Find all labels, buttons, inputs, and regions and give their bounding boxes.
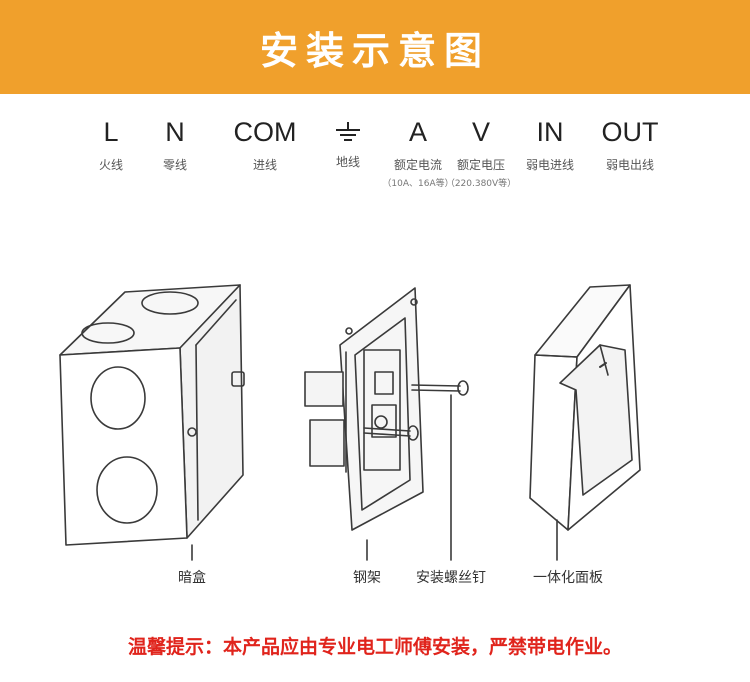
knockout-hole bbox=[90, 366, 146, 430]
legend-desc: 火线 bbox=[98, 158, 124, 172]
part-label-screws: 安装螺丝钉 bbox=[416, 570, 486, 586]
mechanism-body bbox=[363, 349, 401, 471]
legend-desc: 额定电流 bbox=[393, 158, 442, 172]
part-label-frame: 钢架 bbox=[353, 570, 381, 586]
mechanism-part bbox=[374, 415, 388, 429]
legend-item-l: L 火线 bbox=[99, 110, 123, 173]
part-label-box: 暗盒 bbox=[178, 570, 206, 586]
frame-hole bbox=[410, 298, 418, 306]
ground-symbol-icon bbox=[336, 122, 360, 141]
terminal-block bbox=[304, 371, 344, 407]
terminal-legend: L 火线 N 零线 COM 进线 地线 A 额定电流 （10A、16A等） V … bbox=[88, 110, 673, 200]
legend-item-ground: 地线 bbox=[335, 110, 361, 170]
legend-desc: 进线 bbox=[252, 158, 277, 172]
legend-desc: 弱电进线 bbox=[525, 158, 575, 172]
knockout-hole bbox=[96, 456, 158, 524]
legend-desc: 额定电压 bbox=[456, 158, 505, 172]
legend-item-in: IN 弱电进线 bbox=[526, 110, 574, 173]
frame-hole bbox=[345, 327, 353, 335]
legend-item-out: OUT 弱电出线 bbox=[602, 110, 659, 173]
legend-note: （220.380V等） bbox=[445, 179, 517, 189]
mechanism-part bbox=[371, 404, 397, 438]
screw bbox=[411, 380, 469, 396]
legend-symbol: IN bbox=[536, 117, 564, 147]
steel-frame-illustration bbox=[304, 287, 424, 561]
screw-hole bbox=[187, 427, 197, 437]
knockout-hole bbox=[81, 322, 135, 344]
knockout-hole bbox=[141, 291, 199, 315]
safety-warning: 温馨提示：本产品应由专业电工师傅安装，严禁带电作业。 bbox=[127, 636, 622, 658]
mounting-screws-illustration bbox=[363, 380, 469, 561]
legend-symbol: L bbox=[103, 117, 119, 147]
screw-post bbox=[231, 371, 245, 387]
title-banner: 安装示意图 bbox=[0, 0, 750, 94]
legend-symbol: N bbox=[165, 117, 185, 147]
indicator-light bbox=[599, 362, 607, 368]
legend-note: （10A、16A等） bbox=[382, 179, 454, 189]
screw bbox=[363, 425, 419, 441]
installation-diagram bbox=[59, 284, 641, 561]
legend-item-n: N 零线 bbox=[163, 110, 187, 173]
legend-item-com: COM 进线 bbox=[234, 110, 297, 173]
page-title: 安装示意图 bbox=[259, 27, 490, 73]
legend-symbol: COM bbox=[233, 117, 297, 147]
legend-desc: 地线 bbox=[335, 155, 360, 169]
legend-item-a: A 额定电流 （10A、16A等） bbox=[382, 110, 453, 189]
legend-desc: 弱电出线 bbox=[605, 158, 654, 172]
legend-symbol: OUT bbox=[601, 117, 659, 147]
junction-box-illustration bbox=[59, 284, 245, 561]
mechanism-part bbox=[374, 371, 394, 395]
legend-item-v: V 额定电压 （220.380V等） bbox=[446, 110, 516, 189]
terminal-block bbox=[309, 419, 345, 467]
legend-desc: 零线 bbox=[162, 158, 188, 172]
switch-panel-illustration bbox=[529, 284, 641, 561]
legend-symbol: V bbox=[471, 117, 490, 147]
part-label-panel: 一体化面板 bbox=[533, 570, 603, 586]
legend-symbol: A bbox=[408, 117, 427, 147]
